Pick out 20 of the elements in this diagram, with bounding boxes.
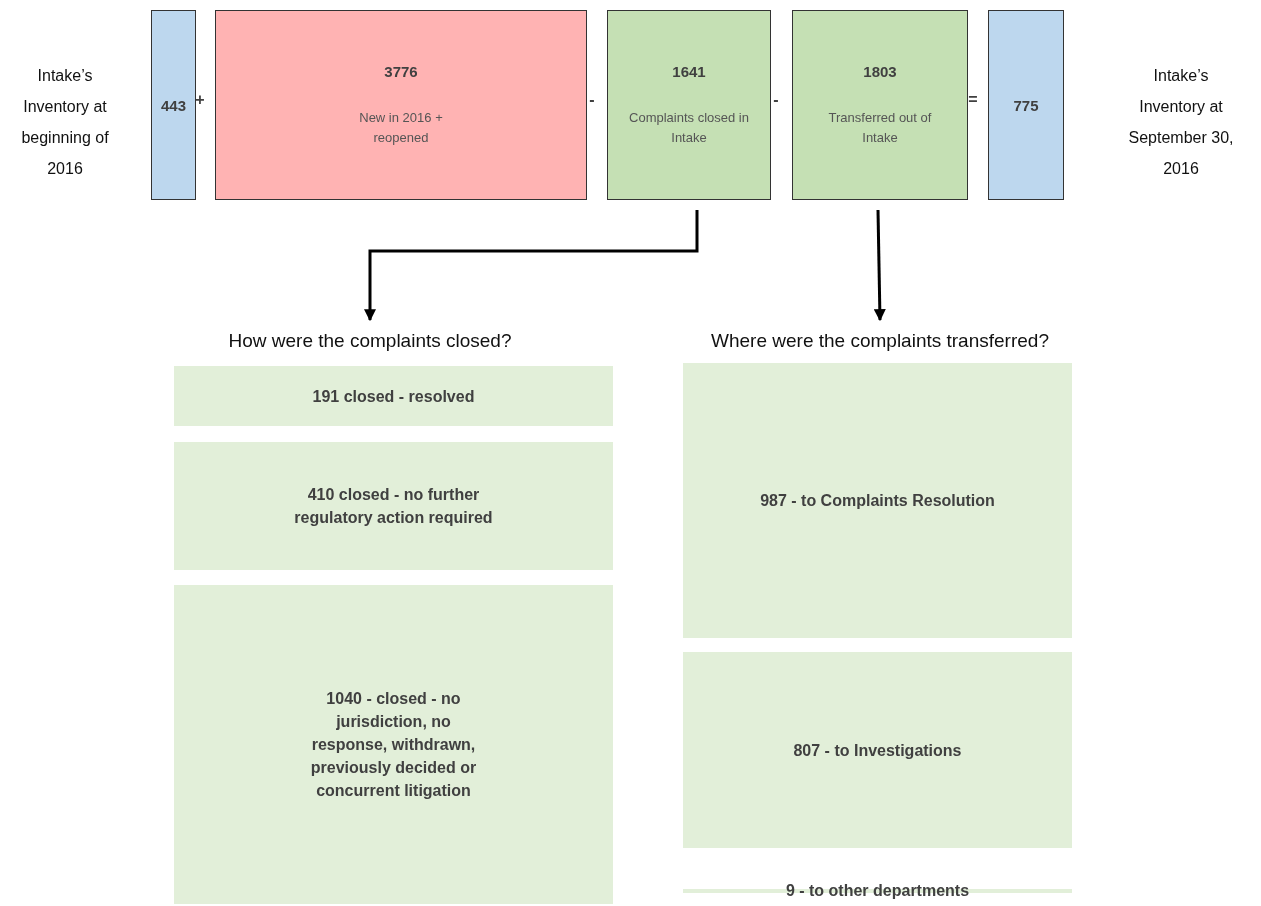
category-box: 191 closed - resolved: [174, 366, 613, 426]
category-box: 410 closed - no further regulatory action required: [174, 442, 613, 570]
arrow: [873, 209, 886, 322]
section-heading: How were the complaints closed?: [185, 328, 555, 354]
inventory-caption: Intake’s Inventory at September 30, 2016: [1127, 66, 1235, 179]
count-box: 1803 Transferred out of Intake: [792, 10, 968, 200]
inventory-caption: Intake’s Inventory at beginning of 2016: [20, 66, 110, 179]
count-box: 443: [151, 10, 196, 200]
category-box: 807 - to Investigations: [683, 652, 1072, 848]
operator-sign: -: [773, 91, 779, 109]
operator-sign: -: [589, 91, 595, 109]
count-box: 775: [988, 10, 1064, 200]
operator-sign: +: [195, 91, 205, 109]
count-box: 3776 New in 2016 + reopened: [215, 10, 587, 200]
count-box: 1641 Complaints closed in Intake: [607, 10, 771, 200]
category-box: 987 - to Complaints Resolution: [683, 363, 1072, 638]
arrow: [364, 210, 699, 322]
section-heading: Where were the complaints transferred?: [640, 328, 1120, 354]
category-box: 1040 - closed - no jurisdiction, no response, withdrawn, previously decided or concurrent litigation: [174, 585, 613, 904]
operator-sign: =: [968, 91, 978, 109]
